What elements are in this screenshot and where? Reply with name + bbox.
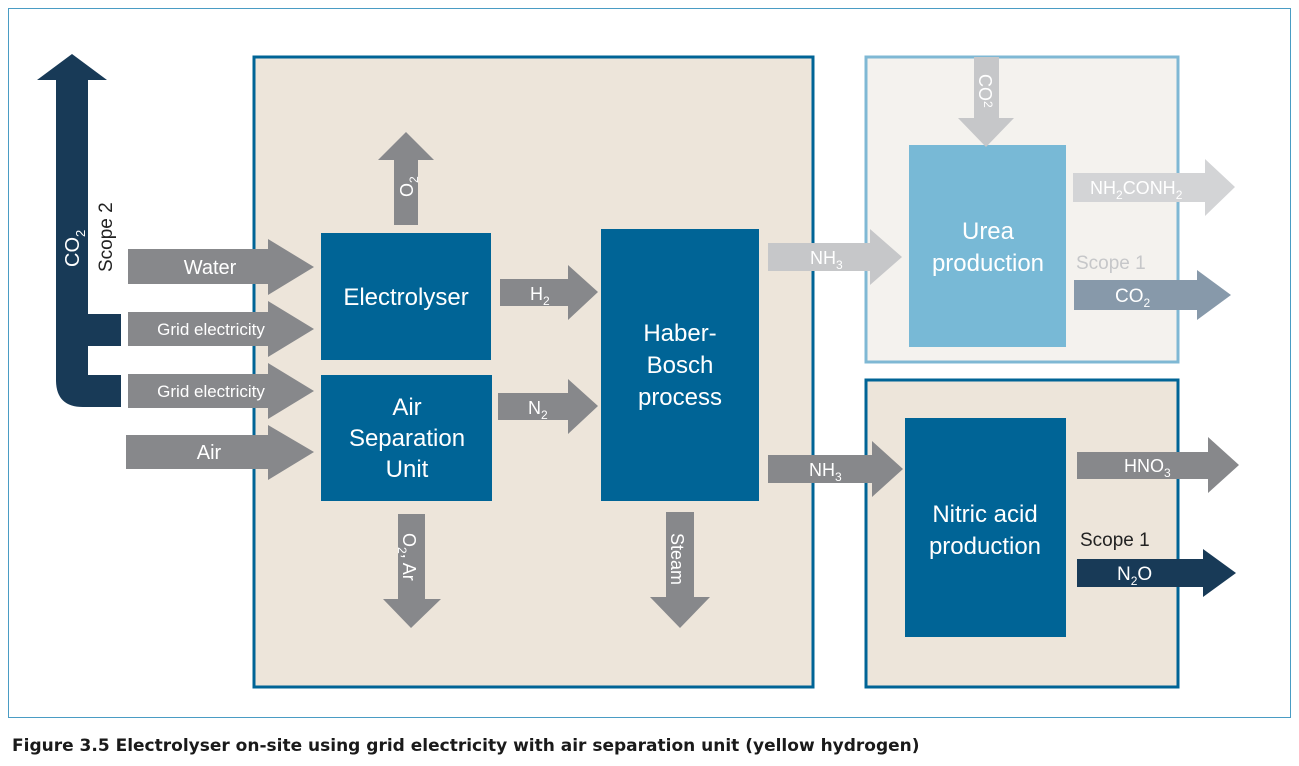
o2-ar-down-arrow bbox=[383, 514, 441, 628]
grid-electricity-label-1: Grid electricity bbox=[157, 320, 265, 339]
grid-electricity-label-2: Grid electricity bbox=[157, 382, 265, 401]
water-label: Water bbox=[184, 257, 237, 279]
o2-up-label: O2 bbox=[397, 176, 421, 197]
nh3-to-urea-label: NH3 bbox=[810, 248, 843, 272]
steam-label: Steam bbox=[667, 533, 687, 585]
nitric-acid-production-box bbox=[905, 418, 1066, 637]
h2-label: H2 bbox=[530, 284, 550, 308]
grid-electricity-arrow-1 bbox=[128, 301, 314, 357]
electrolyser-label: Electrolyser bbox=[343, 284, 468, 311]
urea-product-label: NH2CONH2 bbox=[1090, 178, 1183, 202]
n2-label: N2 bbox=[528, 398, 548, 422]
scope2-co2-label: CO2 bbox=[62, 230, 88, 267]
haber-bosch-label-line3: process bbox=[638, 384, 722, 411]
haber-bosch-box bbox=[601, 229, 759, 501]
urea-product-arrow bbox=[1073, 159, 1235, 216]
o2-up-arrow bbox=[378, 132, 434, 225]
figure-caption: Figure 3.5 Electrolyser on-site using gr… bbox=[12, 736, 920, 756]
asu-label-line3: Unit bbox=[386, 456, 429, 483]
hno3-label: HNO3 bbox=[1124, 456, 1171, 480]
asu-label-line2: Separation bbox=[349, 425, 465, 452]
hno3-arrow bbox=[1077, 437, 1239, 493]
o2-ar-label: O2, Ar bbox=[395, 533, 419, 581]
co2-to-urea-label: CO2 bbox=[975, 74, 995, 108]
nh3-to-urea-arrow bbox=[768, 229, 902, 285]
nh3-to-nitric-arrow bbox=[768, 441, 903, 497]
n2o-emission-label: N2O bbox=[1117, 564, 1152, 588]
h2-arrow bbox=[500, 265, 598, 320]
haber-bosch-label-line1: Haber- bbox=[643, 320, 716, 347]
urea-co2-emission-arrow bbox=[1074, 270, 1231, 320]
scope2-label: Scope 2 bbox=[96, 202, 117, 272]
air-arrow bbox=[126, 425, 314, 480]
urea-label-line1: Urea bbox=[962, 218, 1015, 245]
scope1-urea-label: Scope 1 bbox=[1076, 253, 1146, 274]
grid-electricity-arrow-2 bbox=[128, 363, 314, 419]
co2-to-urea-arrow bbox=[958, 57, 1014, 147]
haber-bosch-label-line2: Bosch bbox=[647, 352, 714, 379]
steam-down-arrow bbox=[650, 512, 710, 628]
scope1-nitric-label: Scope 1 bbox=[1080, 530, 1150, 551]
water-arrow bbox=[128, 239, 314, 295]
nitric-label-line1: Nitric acid bbox=[932, 501, 1037, 528]
urea-co2-emission-label: CO2 bbox=[1115, 286, 1151, 310]
electrolyser-box bbox=[321, 233, 491, 360]
scope2-co2-arrow bbox=[37, 54, 121, 407]
nh3-to-nitric-label: NH3 bbox=[809, 460, 842, 484]
nitric-label-line2: production bbox=[929, 533, 1041, 560]
n2-arrow bbox=[498, 379, 598, 434]
air-separation-unit-box bbox=[321, 375, 492, 501]
asu-label-line1: Air bbox=[392, 394, 421, 421]
urea-production-box bbox=[909, 145, 1066, 347]
urea-label-line2: production bbox=[932, 250, 1044, 277]
air-label: Air bbox=[197, 442, 222, 464]
n2o-emission-arrow bbox=[1077, 549, 1236, 597]
